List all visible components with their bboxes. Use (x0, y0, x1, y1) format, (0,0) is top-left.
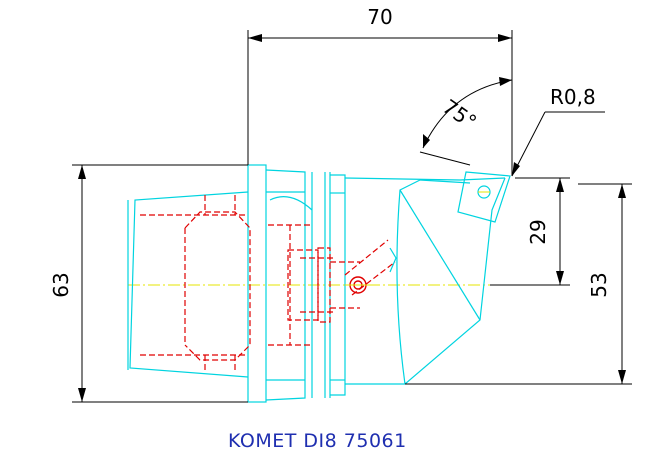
dimension-radius: R0,8 (511, 85, 605, 177)
dimension-length: 70 (247, 5, 513, 176)
dimension-height-left: 63 (49, 164, 248, 403)
dimension-height-right-label: 53 (587, 272, 611, 297)
tool-outline (127, 164, 511, 403)
hidden-lines (140, 195, 396, 372)
dimension-offset-label: 29 (526, 219, 550, 244)
dimension-height-right: 53 (405, 183, 632, 385)
dimension-height-left-label: 63 (49, 272, 73, 297)
dimension-angle: 75° (419, 77, 513, 166)
dimension-length-label: 70 (367, 5, 392, 29)
dimension-radius-label: R0,8 (550, 85, 596, 109)
drawing-caption: KOMET DI8 75061 (228, 430, 407, 452)
dimension-angle-label: 75° (438, 94, 481, 134)
dimension-offset: 29 (490, 177, 570, 286)
